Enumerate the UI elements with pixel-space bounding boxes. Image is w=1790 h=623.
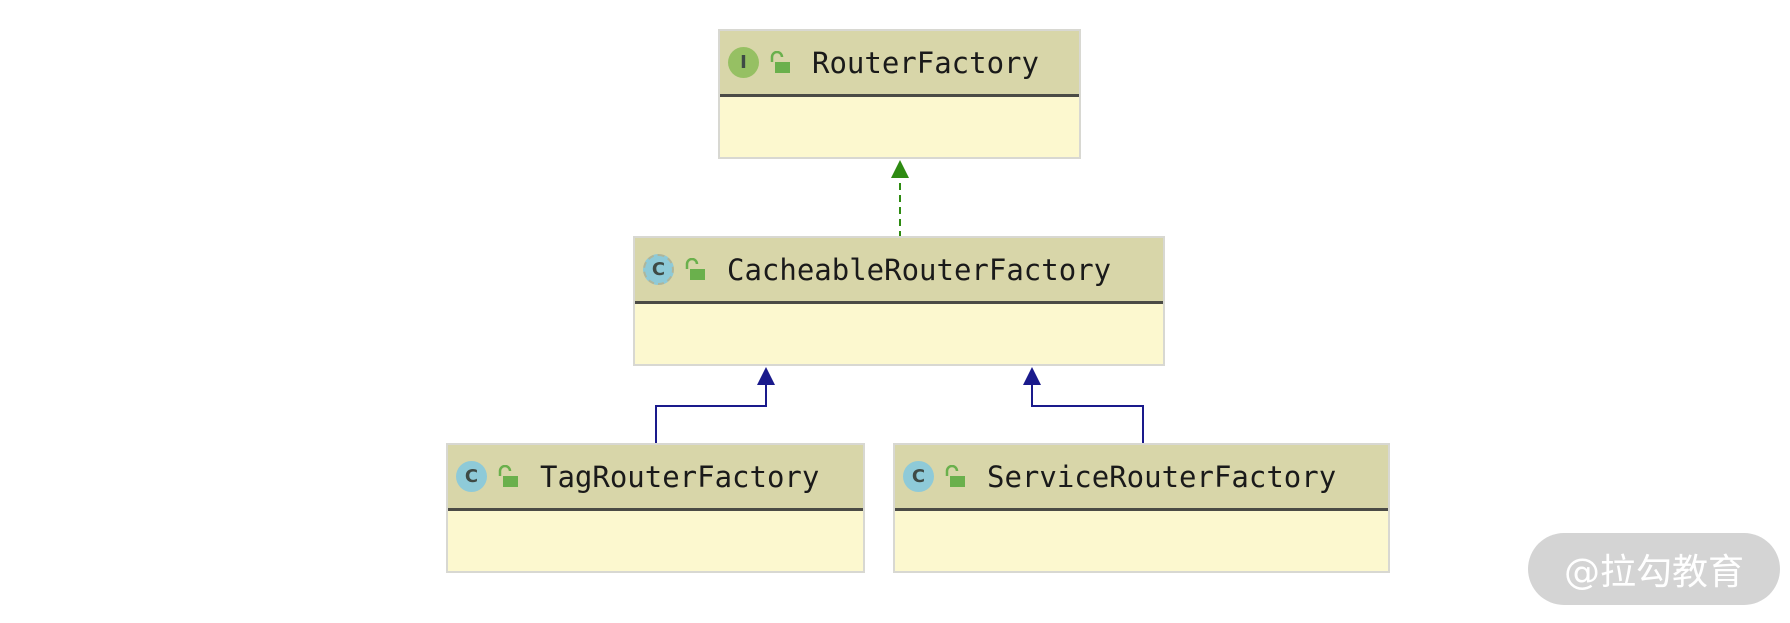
class-members-area — [448, 511, 863, 571]
class-box-tag-router-factory[interactable]: C TagRouterFactory — [446, 443, 865, 573]
class-box-router-factory[interactable]: I RouterFactory — [718, 29, 1081, 159]
class-icon: C — [456, 461, 487, 492]
class-header: I RouterFactory — [720, 31, 1079, 97]
watermark-badge: @拉勾教育 — [1528, 533, 1780, 605]
extends-tag-edge-line — [655, 385, 767, 445]
class-name: TagRouterFactory — [540, 459, 820, 494]
interface-icon: I — [728, 47, 759, 78]
class-name: ServiceRouterFactory — [987, 459, 1337, 494]
class-box-cacheable-router-factory[interactable]: C CacheableRouterFactory — [633, 236, 1165, 366]
class-header: C ServiceRouterFactory — [895, 445, 1388, 511]
abstract-class-icon: C — [643, 254, 674, 285]
public-lock-open-icon — [498, 464, 518, 487]
class-name: CacheableRouterFactory — [727, 252, 1112, 287]
class-icon: C — [903, 461, 934, 492]
class-name: RouterFactory — [812, 45, 1039, 80]
public-lock-open-icon — [945, 464, 965, 487]
class-box-service-router-factory[interactable]: C ServiceRouterFactory — [893, 443, 1390, 573]
class-members-area — [895, 511, 1388, 571]
class-members-area — [720, 97, 1079, 157]
public-lock-open-icon — [685, 257, 705, 280]
public-lock-open-icon — [770, 50, 790, 73]
class-members-area — [635, 304, 1163, 364]
class-header: C TagRouterFactory — [448, 445, 863, 511]
extends-service-arrowhead — [1023, 367, 1041, 385]
implements-arrowhead — [891, 160, 909, 178]
extends-tag-arrowhead — [757, 367, 775, 385]
extends-service-edge-line — [1031, 385, 1144, 445]
class-header: C CacheableRouterFactory — [635, 238, 1163, 304]
